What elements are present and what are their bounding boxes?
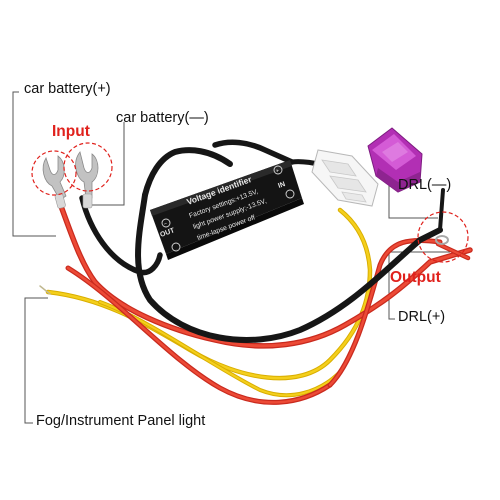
label-output: Output [390,269,441,286]
connector-plug [311,149,379,207]
label-car-battery-pos: car battery(+) [24,81,111,97]
callout-output [417,211,469,263]
module-in-label: IN [277,181,286,190]
label-fog-instrument-light: Fog/Instrument Panel light [36,413,206,429]
fuse [367,127,423,193]
spade-terminal-neg [75,151,99,209]
module-out-label: OUT [159,227,176,239]
module-plus-sign: + [275,168,281,175]
callout-circles [31,142,469,263]
callout-input-pos [31,150,77,196]
label-drl-neg: DRL(—) [398,177,452,193]
leader-car-battery-pos [12,91,56,237]
module-minus-sign: − [163,221,169,228]
black-wires [79,139,445,343]
label-input: Input [52,123,90,140]
label-drl-pos: DRL(+) [398,309,446,325]
red-wires [55,195,473,405]
voltage-identifier-module [150,160,304,260]
ring-terminal-output [435,235,449,245]
terminal-icons [161,165,295,252]
label-car-battery-neg: car battery(—) [116,110,209,126]
callout-input-neg [63,142,113,192]
leader-car-battery-neg [86,122,125,206]
leader-drl-pos [388,251,450,320]
leader-fog-light [24,297,48,424]
spade-terminal-pos [42,155,67,209]
fog-wire-end [39,285,51,295]
